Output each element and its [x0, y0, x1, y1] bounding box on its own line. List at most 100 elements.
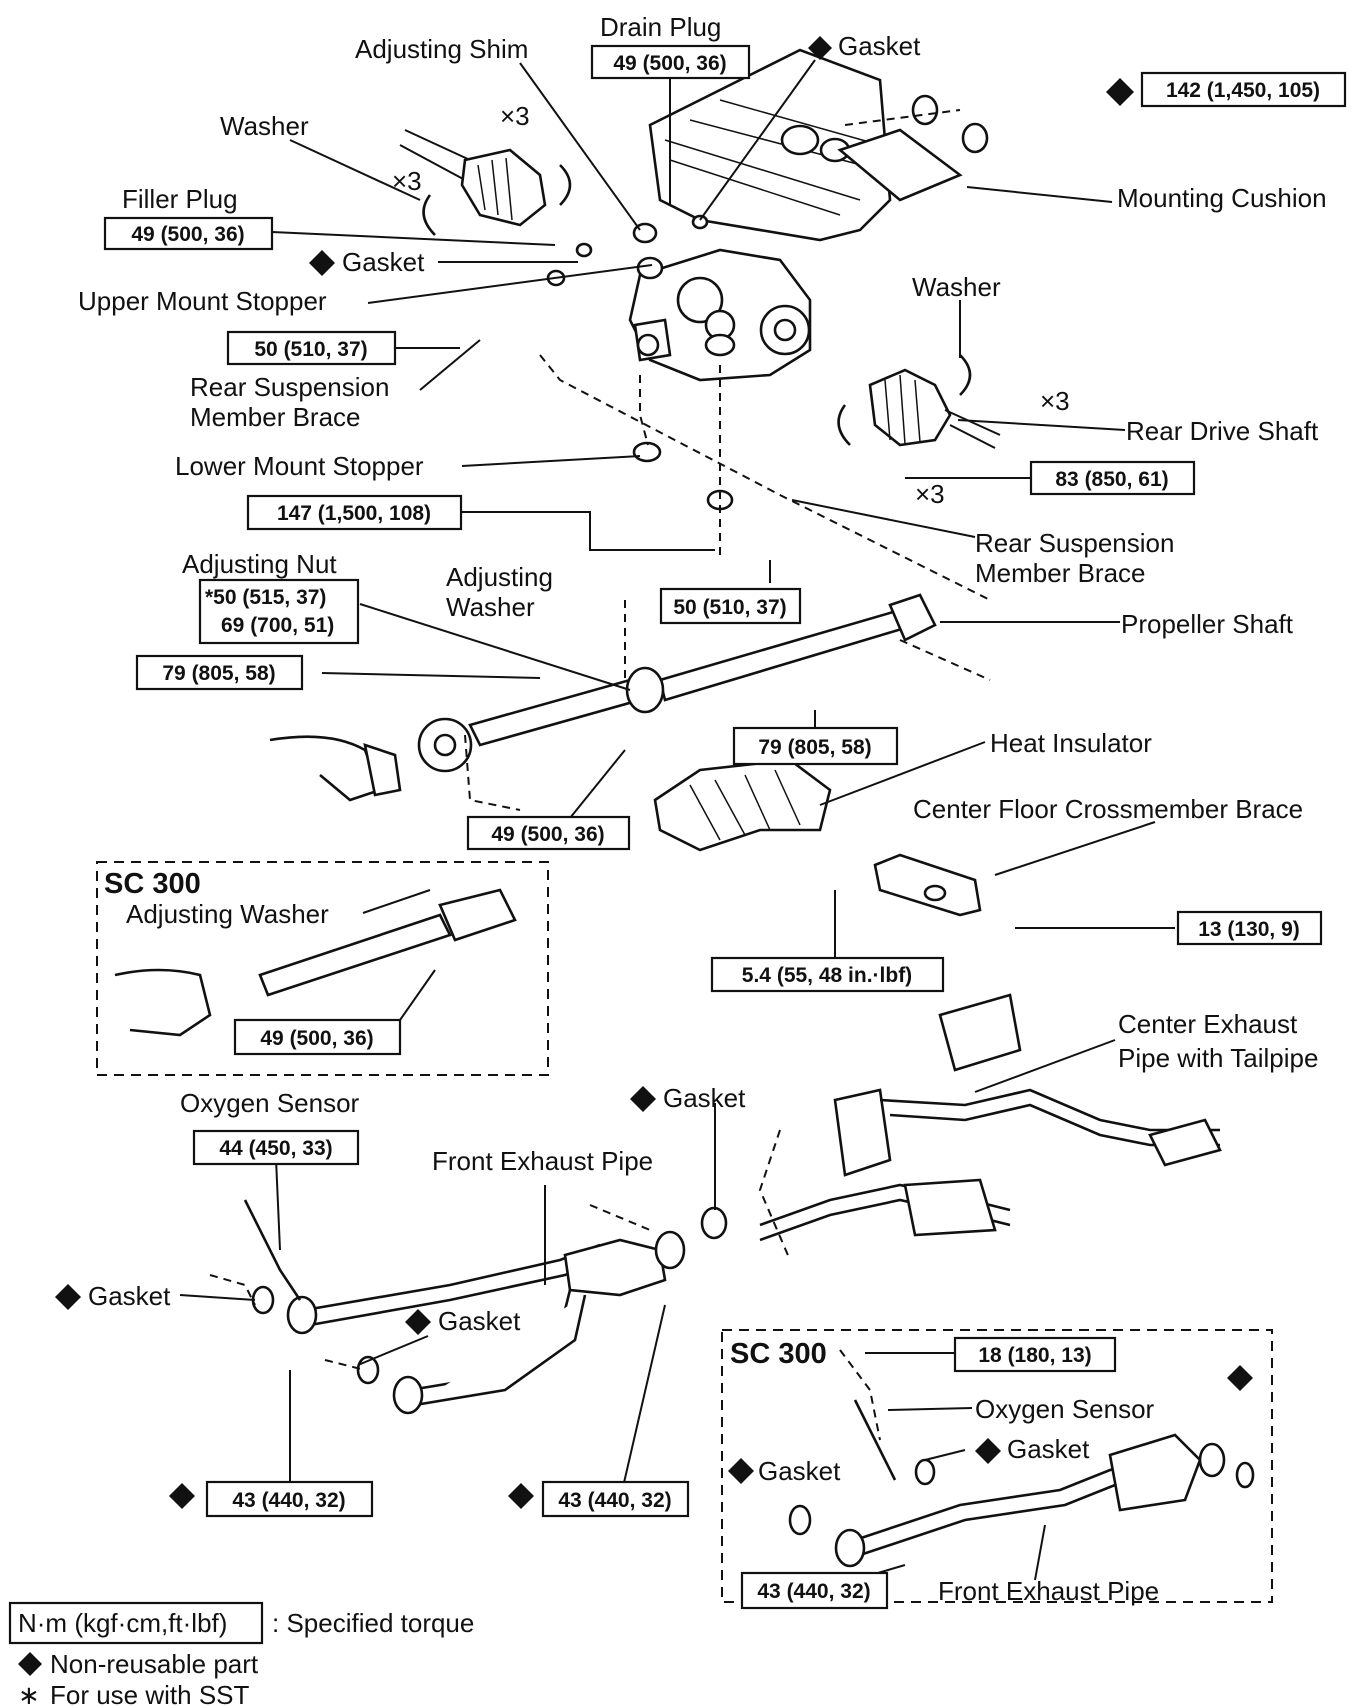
- torque-prop-right: 79 (805, 58): [732, 726, 899, 766]
- diamond-icon: [405, 1309, 431, 1335]
- svg-text:50 (510, 37): 50 (510, 37): [673, 596, 786, 619]
- torque-exhaust-mid: 43 (440, 32): [541, 1480, 690, 1518]
- torque-oxygen-sensor: 44 (450, 33): [192, 1129, 360, 1166]
- torque-drive-shaft: 83 (850, 61): [1029, 460, 1196, 496]
- label-adjusting-washer-1: Adjusting: [446, 562, 553, 592]
- sc300-shaft-drawing: [114, 888, 517, 1037]
- nonreusable-markers: [55, 36, 1253, 1509]
- svg-text:*50 (515, 37): *50 (515, 37): [205, 586, 326, 609]
- label-adjusting-shim: Adjusting Shim: [355, 34, 528, 64]
- svg-text:5.4 (55, 48 in.·lbf): 5.4 (55, 48 in.·lbf): [742, 964, 912, 987]
- diamond-icon: [630, 1086, 656, 1112]
- torque-sc300-sensor: 18 (180, 13): [953, 1336, 1117, 1373]
- svg-text:18 (180, 13): 18 (180, 13): [978, 1344, 1091, 1367]
- diamond-icon: [728, 1458, 754, 1484]
- torque-specs: 49 (500, 36) 142 (1,450, 105) 49 (500, 3…: [103, 44, 1347, 1610]
- label-sc300-adjusting-washer: Adjusting Washer: [126, 899, 329, 929]
- label-center-floor-brace: Center Floor Crossmember Brace: [913, 794, 1303, 824]
- torque-brace-left: 50 (510, 37): [226, 330, 397, 366]
- diamond-icon: [55, 1284, 81, 1310]
- label-sc300-oxygen-sensor: Oxygen Sensor: [975, 1394, 1155, 1424]
- diamond-icon: [975, 1438, 1001, 1464]
- torque-center-bearing: 49 (500, 36): [466, 815, 631, 851]
- right-drive-shaft: [837, 354, 1001, 449]
- label-gasket-top: Gasket: [838, 31, 921, 61]
- svg-text:142 (1,450, 105): 142 (1,450, 105): [1166, 79, 1320, 102]
- label-rear-susp-brace-left-1: Rear Suspension: [190, 372, 389, 402]
- label-sc300-a: SC 300: [104, 868, 201, 900]
- torque-sc300-shaft: 49 (500, 36): [233, 1018, 402, 1056]
- label-rear-susp-brace-left-2: Member Brace: [190, 402, 361, 432]
- diamond-icon: [169, 1483, 195, 1509]
- legend-sst: For use with SST: [50, 1680, 250, 1706]
- label-x3-c: ×3: [1040, 386, 1070, 416]
- label-filler-plug: Filler Plug: [122, 184, 238, 214]
- svg-text:147 (1,500, 108): 147 (1,500, 108): [277, 502, 431, 525]
- heat-insulator-drawing: [653, 758, 832, 852]
- label-x3-a: ×3: [500, 101, 530, 131]
- torque-mounting: 142 (1,450, 105): [1140, 71, 1347, 108]
- label-drain-plug: Drain Plug: [600, 12, 721, 42]
- diamond-icon: [18, 1652, 42, 1676]
- legend-torque-unit: N·m (kgf·cm,ft·lbf): [18, 1608, 227, 1638]
- label-x3-b: ×3: [392, 166, 422, 196]
- label-gasket-exhaust-left: Gasket: [88, 1281, 171, 1311]
- label-oxygen-sensor: Oxygen Sensor: [180, 1088, 360, 1118]
- body-frame: [648, 48, 963, 242]
- label-rear-susp-brace-right-1: Rear Suspension: [975, 528, 1174, 558]
- label-center-exhaust-1: Center Exhaust: [1118, 1009, 1298, 1039]
- legend: N·m (kgf·cm,ft·lbf) : Specified torque N…: [8, 1601, 474, 1706]
- diamond-icon: [1227, 1365, 1253, 1391]
- torque-lower-mount: 147 (1,500, 108): [246, 494, 463, 531]
- leader-lines: [179, 59, 1175, 1591]
- svg-text:79 (805, 58): 79 (805, 58): [758, 736, 871, 759]
- legend-asterisk-icon: ∗: [18, 1680, 40, 1706]
- label-washer-right: Washer: [912, 272, 1001, 302]
- diamond-icon: [508, 1483, 534, 1509]
- front-exhaust-drawing: [243, 1199, 686, 1415]
- label-gasket-filler: Gasket: [342, 247, 425, 277]
- center-exhaust-drawing: [759, 993, 1222, 1242]
- legend-torque-desc: : Specified torque: [272, 1608, 474, 1638]
- svg-text:79 (805, 58): 79 (805, 58): [162, 662, 275, 685]
- svg-text:43 (440, 32): 43 (440, 32): [757, 1580, 870, 1603]
- torque-drain-plug: 49 (500, 36): [590, 44, 751, 80]
- label-adjusting-nut: Adjusting Nut: [182, 549, 337, 579]
- label-rear-drive-shaft: Rear Drive Shaft: [1126, 416, 1319, 446]
- sc300-exhaust-drawing: [834, 1399, 1226, 1568]
- label-sc300-gasket-right: Gasket: [1007, 1434, 1090, 1464]
- differential: [628, 248, 812, 382]
- propeller-shaft-drawing: [269, 593, 937, 802]
- torque-heat-insulator: 5.4 (55, 48 in.·lbf): [710, 956, 945, 993]
- svg-text:69 (700, 51): 69 (700, 51): [221, 614, 334, 637]
- left-drive-shaft: [399, 129, 572, 236]
- svg-text:43 (440, 32): 43 (440, 32): [558, 1489, 671, 1512]
- legend-nonreusable: Non-reusable part: [50, 1649, 259, 1679]
- part-labels: Drain Plug Adjusting Shim Gasket Washer …: [78, 12, 1327, 1606]
- label-rear-susp-brace-right-2: Member Brace: [975, 558, 1146, 588]
- svg-text:49 (500, 36): 49 (500, 36): [491, 823, 604, 846]
- sc300-inset-frame-a: [96, 861, 549, 1076]
- label-x3-d: ×3: [915, 479, 945, 509]
- svg-text:49 (500, 36): 49 (500, 36): [131, 223, 244, 246]
- label-lower-mount-stopper: Lower Mount Stopper: [175, 451, 424, 481]
- svg-text:50 (510, 37): 50 (510, 37): [254, 338, 367, 361]
- torque-exhaust-left: 43 (440, 32): [205, 1480, 374, 1518]
- svg-text:43 (440, 32): 43 (440, 32): [232, 1489, 345, 1512]
- torque-filler-plug: 49 (500, 36): [103, 216, 274, 251]
- label-mounting-cushion: Mounting Cushion: [1117, 183, 1327, 213]
- crossmember-brace-drawing: [873, 853, 982, 917]
- torque-prop-left: 79 (805, 58): [135, 654, 304, 691]
- label-propeller-shaft: Propeller Shaft: [1121, 609, 1294, 639]
- svg-text:83 (850, 61): 83 (850, 61): [1055, 468, 1168, 491]
- label-sc300-front-exhaust: Front Exhaust Pipe: [938, 1576, 1159, 1606]
- torque-crossmember: 13 (130, 9): [1176, 910, 1323, 946]
- label-sc300-gasket-left: Gasket: [758, 1456, 841, 1486]
- label-heat-insulator: Heat Insulator: [990, 728, 1152, 758]
- label-upper-mount-stopper: Upper Mount Stopper: [78, 286, 327, 316]
- parts-drawing: [96, 48, 1273, 1603]
- diamond-icon: [808, 36, 832, 60]
- label-adjusting-washer-2: Washer: [446, 592, 535, 622]
- label-center-exhaust-2: Pipe with Tailpipe: [1118, 1043, 1318, 1073]
- label-front-exhaust-pipe: Front Exhaust Pipe: [432, 1146, 653, 1176]
